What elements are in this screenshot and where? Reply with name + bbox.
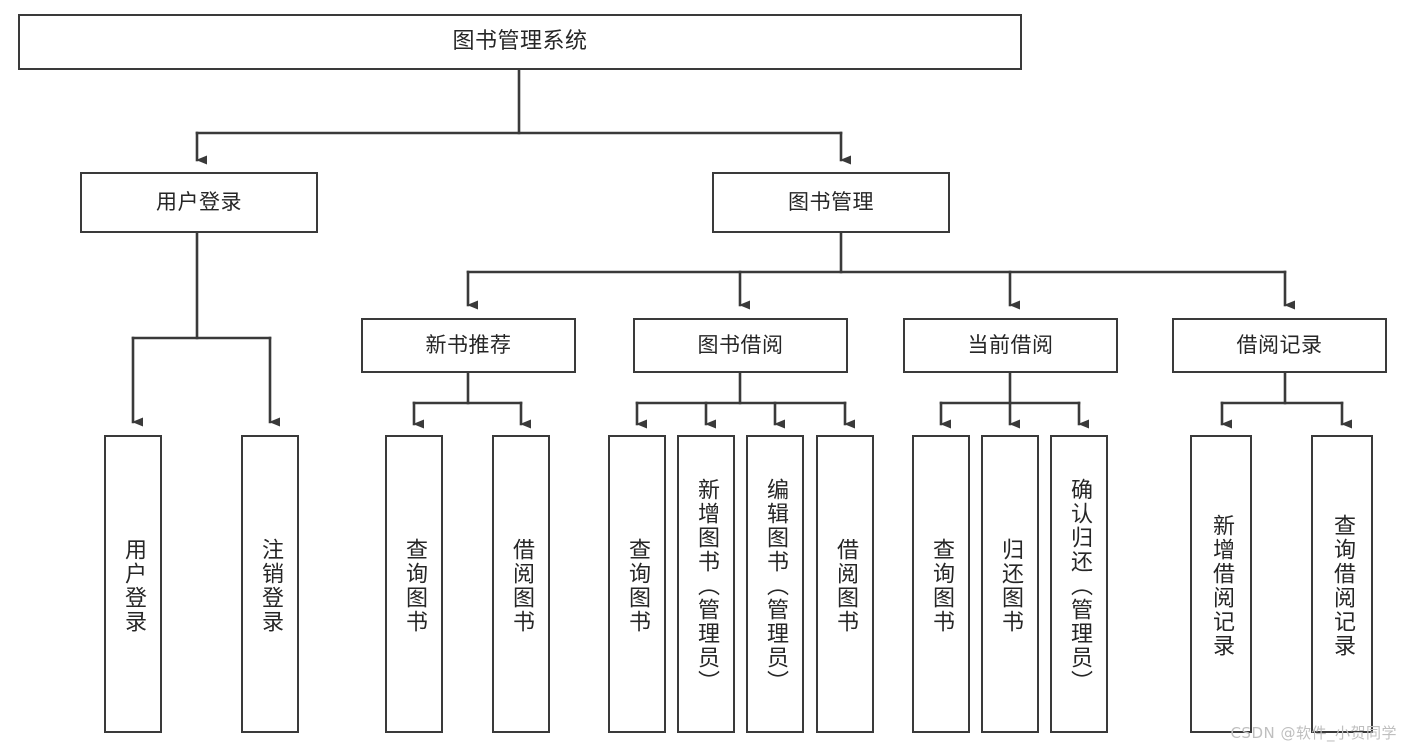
leaf-edit-book-admin[interactable]: 编辑图书（管理员）	[746, 435, 804, 733]
node-user-login[interactable]: 用户登录	[80, 172, 318, 233]
node-label: 确认归还（管理员）	[1067, 478, 1092, 694]
node-label: 用户登录	[121, 538, 146, 634]
node-borrow-record[interactable]: 借阅记录	[1172, 318, 1387, 373]
node-label: 借阅图书	[509, 538, 534, 634]
leaf-add-book-admin[interactable]: 新增图书（管理员）	[677, 435, 735, 733]
leaf-return-book[interactable]: 归还图书	[981, 435, 1039, 733]
node-label: 用户登录	[156, 189, 242, 214]
node-label: 图书管理系统	[452, 28, 588, 54]
node-label: 当前借阅	[967, 332, 1054, 357]
leaf-query-borrow-record[interactable]: 查询借阅记录	[1311, 435, 1373, 733]
leaf-confirm-return-admin[interactable]: 确认归还（管理员）	[1050, 435, 1108, 733]
node-new-book-recommend[interactable]: 新书推荐	[361, 318, 576, 373]
node-label: 编辑图书（管理员）	[763, 478, 788, 694]
leaf-query-book-borrow[interactable]: 查询图书	[608, 435, 666, 733]
leaf-borrow-book-borrow[interactable]: 借阅图书	[816, 435, 874, 733]
node-label: 注销登录	[258, 538, 283, 634]
node-label: 归还图书	[998, 538, 1023, 634]
node-label: 图书管理	[788, 189, 874, 214]
node-label: 查询借阅记录	[1330, 514, 1355, 658]
node-current-borrow[interactable]: 当前借阅	[903, 318, 1118, 373]
node-label: 查询图书	[929, 538, 954, 634]
node-label: 借阅记录	[1236, 332, 1323, 357]
leaf-user-login[interactable]: 用户登录	[104, 435, 162, 733]
node-label: 借阅图书	[833, 538, 858, 634]
leaf-query-book-new-recommend[interactable]: 查询图书	[385, 435, 443, 733]
node-label: 新书推荐	[425, 332, 512, 357]
node-label: 新增借阅记录	[1209, 514, 1234, 658]
leaf-borrow-book-new-recommend[interactable]: 借阅图书	[492, 435, 550, 733]
node-label: 图书借阅	[697, 332, 784, 357]
node-label: 查询图书	[625, 538, 650, 634]
leaf-query-book-current[interactable]: 查询图书	[912, 435, 970, 733]
node-book-borrow[interactable]: 图书借阅	[633, 318, 848, 373]
node-root-book-management-system[interactable]: 图书管理系统	[18, 14, 1022, 70]
leaf-user-logout[interactable]: 注销登录	[241, 435, 299, 733]
node-label: 新增图书（管理员）	[694, 478, 719, 694]
leaf-add-borrow-record[interactable]: 新增借阅记录	[1190, 435, 1252, 733]
node-label: 查询图书	[402, 538, 427, 634]
node-book-manage[interactable]: 图书管理	[712, 172, 950, 233]
